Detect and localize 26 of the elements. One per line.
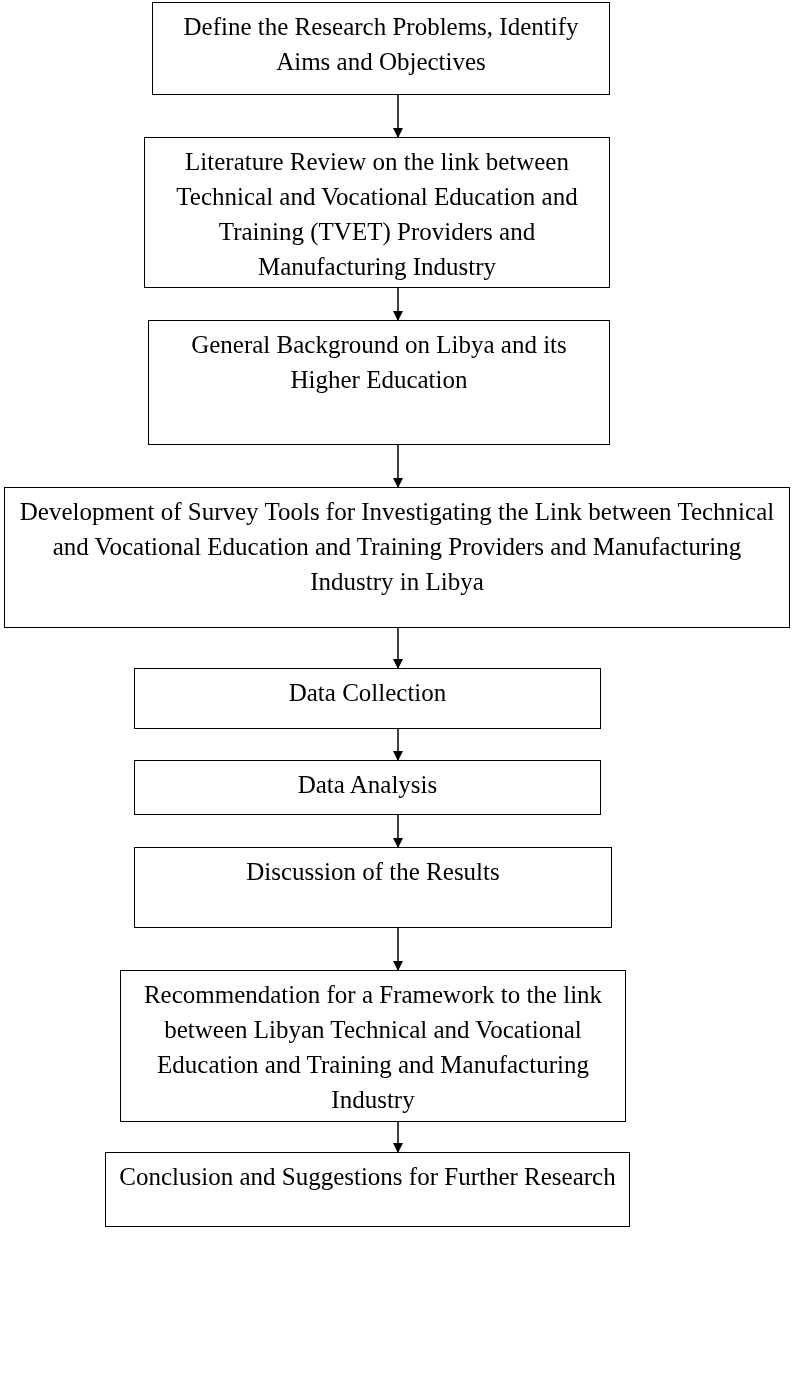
arrow [393, 814, 403, 848]
process-box [105, 1152, 630, 1227]
arrow [393, 927, 403, 971]
arrow [393, 728, 403, 761]
arrow [393, 1121, 403, 1153]
step-text: Recommendation for a Framework to the link between Libyan Technical and Vocational Education and Training and Manufacturing Industry [142, 980, 604, 1115]
step-text: Literature Review on the link between Technical and Vocational Education and Training (TVET) Providers and Manufacturing Industry [175, 147, 579, 282]
arrow [393, 444, 403, 488]
process-box [152, 2, 610, 95]
process-box [134, 847, 612, 928]
process-box [134, 668, 601, 729]
arrow [393, 94, 403, 138]
step-text: Data Analysis [296, 770, 439, 800]
process-box [120, 970, 626, 1122]
step-text: Conclusion and Suggestions for Further Research [118, 1162, 617, 1192]
process-box [4, 487, 790, 628]
step-text: Discussion of the Results [245, 857, 501, 887]
process-box [134, 760, 601, 815]
step-text: General Background on Libya and its Higher Education [190, 330, 568, 395]
step-text: Define the Research Problems, Identify Aims and Objectives [182, 12, 580, 77]
process-box [148, 320, 610, 445]
step-text: Development of Survey Tools for Investigating the Link between Technical and Vocational Education and Training Providers and Manufacturing Industry in Libya [18, 497, 776, 597]
process-box [144, 137, 610, 288]
step-text: Data Collection [287, 678, 448, 708]
arrow [393, 627, 403, 669]
arrow [393, 287, 403, 321]
